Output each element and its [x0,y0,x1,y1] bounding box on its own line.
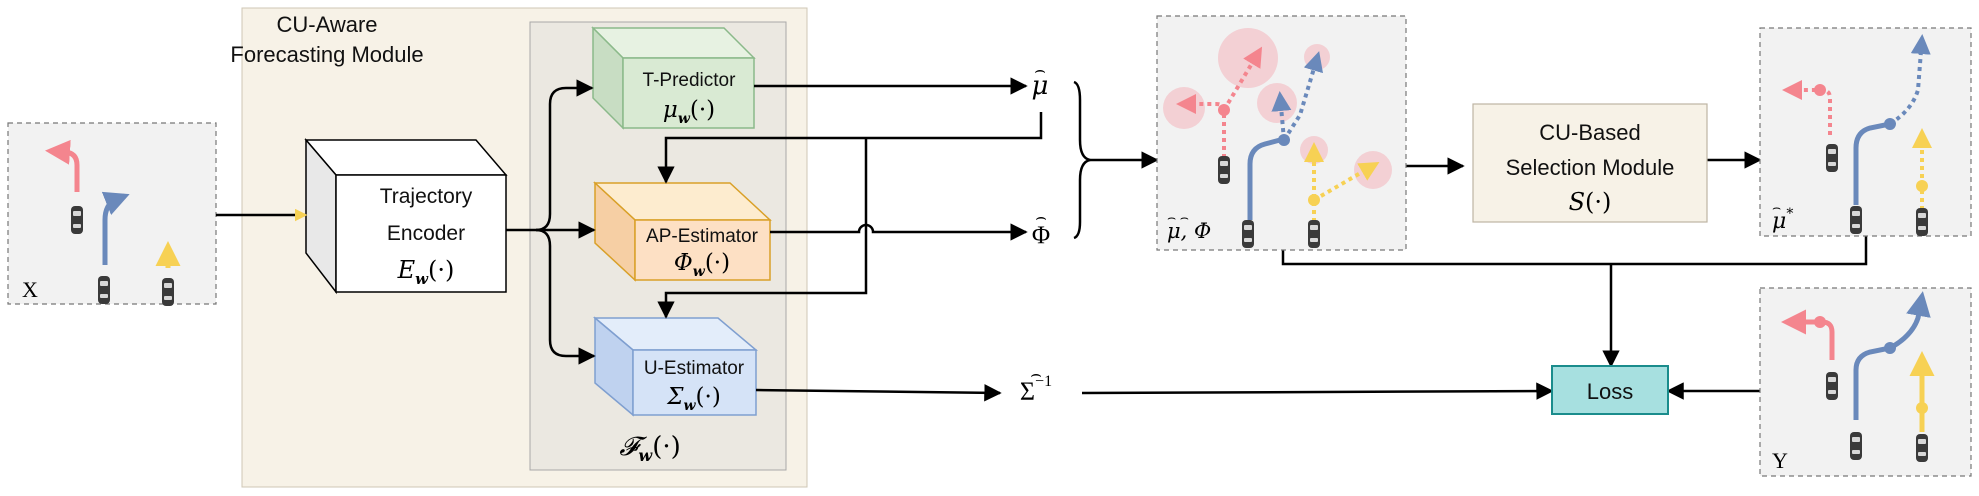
arrow-mu-to-u-estimator [657,138,868,319]
pred-blue-trajectory [1247,137,1281,220]
sel-blue-trajectory-2 [1888,34,1931,126]
ap-estimator-label: AP-Estimator [646,226,759,247]
encoder-function: Ew(·) [397,256,455,288]
connections [216,77,1868,402]
car-icon [1826,144,1838,172]
car-icon [1218,156,1230,184]
sigma-inverse-output: ⌢Σ−1 [1020,364,1052,406]
u-estimator-function: Σw(·) [666,384,721,414]
input-red-trajectory [45,139,80,192]
arrow-ap-estimator-to-phi [770,223,1028,241]
target-blue-trajectory [1853,291,1931,420]
input-panel: X [7,122,217,306]
input-panel-label: X [22,277,38,302]
car-icon [1850,206,1862,234]
module-title-line1: CU-Aware [276,12,377,37]
car-icon [1242,220,1254,248]
input-blue-trajectory [101,191,130,265]
pred-red-trajectory-2 [1222,46,1263,112]
arrow-sigma-to-loss [1081,382,1554,400]
car-icon [1916,434,1928,462]
pred-yellow-trajectory-2 [1312,161,1380,202]
pred-blue-trajectory-2 [1282,51,1323,142]
encoder-label-line2: Encoder [387,222,465,245]
selected-output-panel: ⌢μ* [1759,27,1972,237]
selection-label-line1: CU-Based [1539,120,1640,145]
car-icon [162,278,174,306]
t-predictor-function: μw(·) [663,97,715,127]
inner-module-label: 𝓕w(·) [619,432,681,465]
t-predictor-label: T-Predictor [643,70,737,91]
mu-hat-output: ⌢μ [1032,60,1049,101]
arrow-encoder-to-t-predictor [535,79,594,232]
car-icon [1850,432,1862,460]
selection-label-line2: Selection Module [1506,155,1675,180]
ap-estimator: AP-Estimator Φw(·) [593,181,772,282]
arrow-mu-to-ap-estimator [657,112,1043,184]
arrow-u-estimator-to-sigma [755,384,1002,402]
car-icon [1308,220,1320,248]
merge-brace [1073,80,1091,240]
car-icon [71,206,83,234]
selected-output-label: ⌢μ* [1772,200,1793,234]
trajectory-encoder: Trajectory Encoder Ew(·) [304,137,508,295]
selection-function: S(·) [1569,188,1612,216]
car-icon [98,276,110,304]
module-title-line2: Forecasting Module [230,42,423,67]
sel-blue-trajectory [1853,121,1891,205]
loss-box: Loss [1551,365,1669,415]
loss-label: Loss [1587,379,1633,404]
selection-module: CU-Based Selection Module S(·) [1472,103,1708,223]
ap-estimator-function: Φw(·) [674,250,730,280]
car-icon [1826,372,1838,400]
u-estimator-label: U-Estimator [644,358,745,379]
prediction-panel-label: μ, Φ [1167,219,1211,243]
line-panels-to-loss [1281,236,1868,266]
u-estimator: U-Estimator Σw(·) [592,316,759,417]
t-predictor: T-Predictor μw(·) [591,26,756,130]
hat-marks: ⌢ ⌢ [1167,211,1189,226]
arrow-encoder-to-u-estimator [535,228,596,365]
target-panel-label: Y [1772,448,1788,473]
prediction-panel: μ, Φ ⌢ ⌢ [1156,15,1407,251]
car-icon [1916,208,1928,236]
phi-hat-output: ⌢Φ [1032,207,1050,249]
target-panel: Y [1759,287,1972,477]
encoder-label-line1: Trajectory [380,185,473,208]
